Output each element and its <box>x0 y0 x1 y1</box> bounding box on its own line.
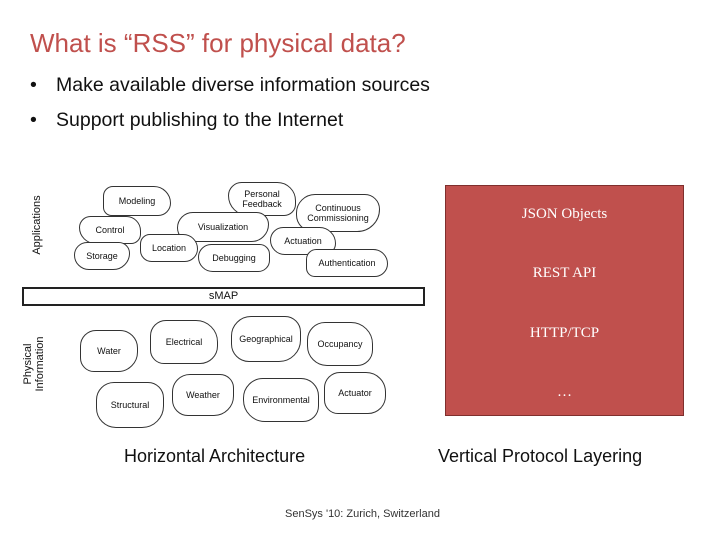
source-occupancy: Occupancy <box>307 322 373 366</box>
vertical-layering-caption: Vertical Protocol Layering <box>438 446 643 466</box>
source-water: Water <box>80 330 138 372</box>
horizontal-architecture-caption: Horizontal Architecture <box>124 446 306 466</box>
app-control: Control <box>79 216 141 244</box>
protocol-stack: JSON Objects REST API HTTP/TCP … <box>445 185 684 416</box>
app-authentication: Authentication <box>306 249 388 277</box>
physical-label-line1: Physical <box>22 343 34 385</box>
source-actuator: Actuator <box>324 372 386 414</box>
smap-bar: sMAP <box>22 287 425 306</box>
bullet-item: •Support publishing to the Internet <box>30 109 344 131</box>
app-debugging: Debugging <box>198 244 270 272</box>
app-storage: Storage <box>74 242 130 270</box>
layer-http-tcp: HTTP/TCP <box>529 325 600 341</box>
bullet-text: Support publishing to the Internet <box>56 109 344 131</box>
bullet-text: Make available diverse information sourc… <box>56 74 430 96</box>
app-modeling: Modeling <box>103 186 171 216</box>
bullet-item: •Make available diverse information sour… <box>30 74 430 96</box>
slide-title: What is “RSS” for physical data? <box>30 28 406 58</box>
bullet-list: •Make available diverse information sour… <box>30 68 430 138</box>
source-geographical: Geographical <box>231 316 301 362</box>
layer-json-objects: JSON Objects <box>521 206 608 222</box>
layer-ellipsis: … <box>557 384 572 400</box>
app-continuous-commissioning: Continuous Commissioning <box>296 194 380 232</box>
source-electrical: Electrical <box>150 320 218 364</box>
app-location: Location <box>140 234 198 262</box>
footer-conference: SenSys '10: Zurich, Switzerland <box>285 508 440 520</box>
applications-axis-label: Applications <box>31 195 43 255</box>
physical-information-axis-label: Physical Information <box>22 324 50 404</box>
physical-label-line2: Information <box>34 336 46 392</box>
app-personal-feedback: Personal Feedback <box>228 182 296 216</box>
source-structural: Structural <box>96 382 164 428</box>
source-weather: Weather <box>172 374 234 416</box>
layer-rest-api: REST API <box>532 265 597 281</box>
source-environmental: Environmental <box>243 378 319 422</box>
